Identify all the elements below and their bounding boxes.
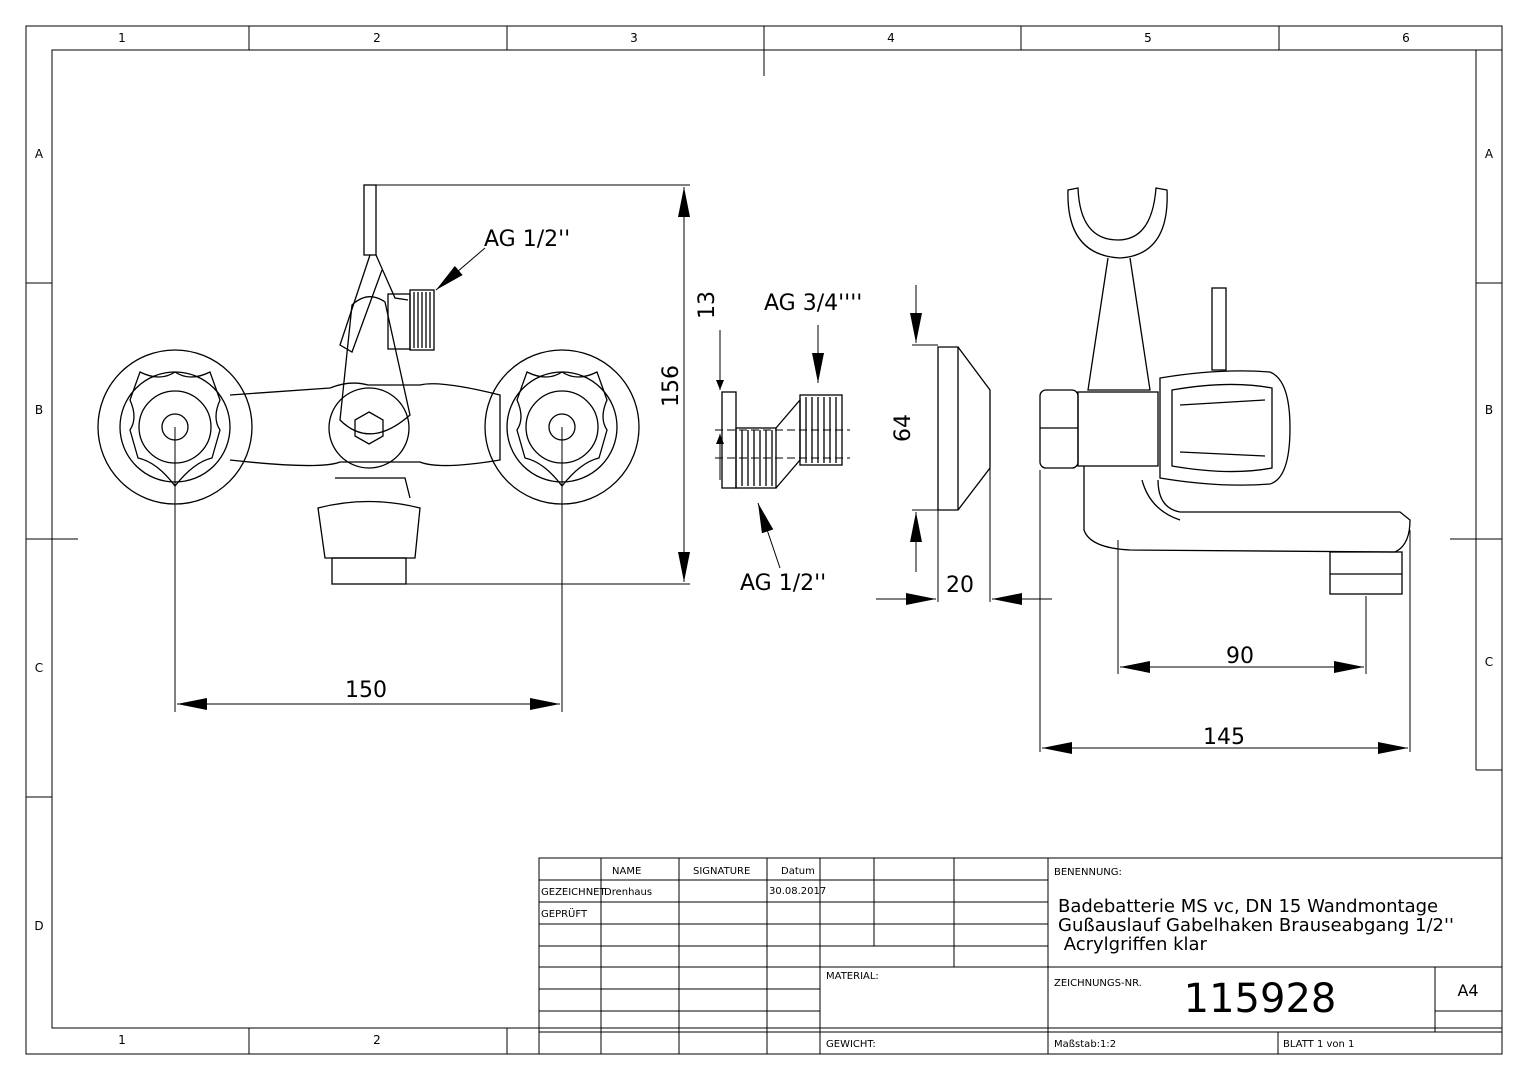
row-checked: GEPRÜFT: [541, 907, 588, 920]
leader-ag-half-connector: [757, 502, 781, 569]
zone-row-d: D: [34, 919, 43, 933]
zone-col-2: 2: [373, 31, 381, 45]
zone-bottom-col-2: 2: [373, 1033, 381, 1047]
zone-row-c: C: [35, 661, 43, 675]
dim-20: 20: [946, 573, 974, 598]
title-block: [538, 857, 1503, 1055]
col-name: NAME: [612, 866, 641, 877]
drawn-by: Drenhaus: [604, 887, 652, 898]
sheet-format: A4: [1457, 981, 1478, 1000]
row-drawn: GEZEICHNET: [541, 887, 606, 898]
side-view-dimensions: [1039, 470, 1411, 754]
leader-ag-half-front: [435, 247, 486, 291]
zone-row-b: B: [35, 403, 43, 417]
side-view: [1039, 187, 1411, 595]
zone-row-a: A: [35, 147, 44, 161]
dim-90: 90: [1226, 644, 1254, 669]
connector-view: [721, 391, 843, 489]
zone-col-1: 1: [118, 31, 126, 45]
label-ag-3-4: AG 3/4'''': [764, 291, 862, 316]
title-label: BENENNUNG:: [1054, 867, 1122, 878]
material-label: MATERIAL:: [826, 971, 879, 982]
zone-col-3: 3: [630, 31, 638, 45]
title-line-1: Badebatterie MS vc, DN 15 Wandmontage: [1058, 896, 1438, 917]
sheet-count: BLATT 1 von 1: [1283, 1039, 1354, 1050]
zone-col-6: 6: [1402, 31, 1410, 45]
title-line-3: Acrylgriffen klar: [1058, 934, 1208, 955]
zone-right-row-a: A: [1485, 147, 1494, 161]
rosette-view: [937, 346, 991, 511]
col-date: Datum: [781, 866, 815, 877]
rosette-dimensions: [876, 285, 1052, 605]
title-block-text: NAME SIGNATURE Datum GEZEICHNET GEPRÜFT …: [541, 866, 1479, 1050]
dim-156: 156: [659, 365, 684, 407]
drawn-date: 30.08.2017: [769, 886, 826, 897]
zone-right-row-b: B: [1485, 403, 1493, 417]
weight-label: GEWICHT:: [826, 1039, 876, 1050]
zone-bottom-col-1: 1: [118, 1033, 126, 1047]
drawing-number: 115928: [1184, 976, 1337, 1022]
scale: Maßstab:1:2: [1054, 1039, 1116, 1050]
dim-64: 64: [891, 414, 916, 442]
zone-labels: 1 2 3 4 5 6 1 2 A B C D A B C: [34, 31, 1494, 1047]
label-ag-half-front: AG 1/2'': [484, 227, 570, 252]
label-ag-half-connector: AG 1/2'': [740, 571, 826, 596]
zone-col-5: 5: [1144, 31, 1152, 45]
zone-right-row-c: C: [1485, 655, 1493, 669]
dim-145: 145: [1203, 725, 1245, 750]
front-view-dimensions: [174, 184, 690, 712]
drawing-no-label: ZEICHNUNGS-NR.: [1054, 978, 1142, 989]
col-signature: SIGNATURE: [693, 866, 750, 877]
connector-dimensions: [715, 325, 850, 569]
dim-13: 13: [695, 291, 720, 319]
dim-150: 150: [345, 678, 387, 703]
zone-col-4: 4: [887, 31, 895, 45]
title-line-2: Gußauslauf Gabelhaken Brauseabgang 1/2'': [1058, 915, 1454, 936]
